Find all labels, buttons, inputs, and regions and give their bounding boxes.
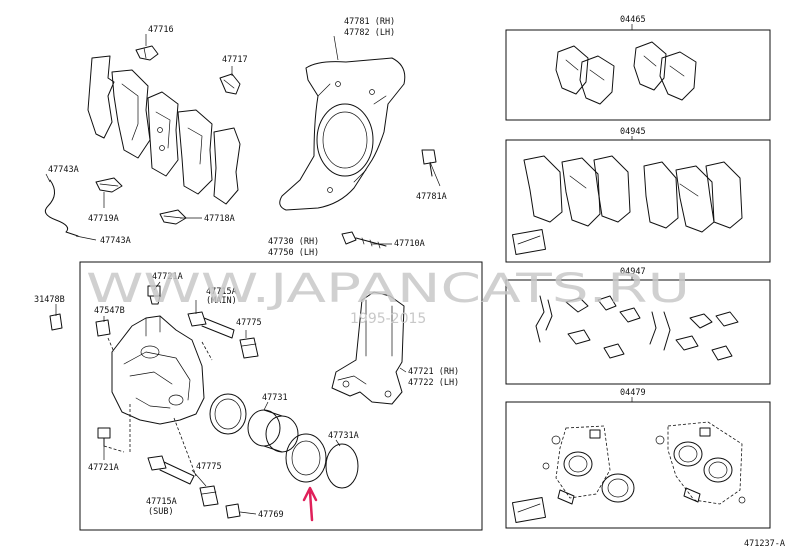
kit-04465-pads [555,41,697,105]
kit-04479-seals [511,421,746,523]
highlight-arrow [302,486,318,522]
bleeder-cap [95,319,111,337]
label-47731a: 47731A [328,431,359,441]
label-47775-bottom: 47775 [196,462,222,472]
caliper-mounting-bracket [331,291,405,405]
kit-box-04945 [505,139,771,263]
label-47719a: 47719A [88,214,119,224]
kit-label-04465: 04465 [620,15,646,25]
bolt-47781a [421,149,437,177]
anti-squeal-clip-47719a [95,177,123,193]
bush-boot-top [239,337,259,359]
brake-pads-illustration [87,45,241,205]
label-47730-rh: 47730 (RH) [268,237,319,247]
watermark-year: 1995-2015 [350,311,426,327]
label-47781-rh: 47781 (RH) [344,17,395,27]
bush-boot-bottom [199,485,219,507]
label-47716: 47716 [148,25,174,35]
label-47715a-main: 47715A [206,287,237,297]
label-47731: 47731 [262,393,288,403]
kit-label-04479: 04479 [620,388,646,398]
label-47722-lh: 47722 (LH) [408,378,459,388]
anti-squeal-clip-47718a [159,209,187,225]
caliper-piston [247,409,299,453]
kit-box-04947 [505,279,771,385]
bolt-47710a [341,231,387,249]
label-47781a: 47781A [416,192,447,202]
watermark: WWW.JAPANCATS.RU [86,266,690,312]
label-47710a: 47710A [394,239,425,249]
bolt-47769 [225,503,241,519]
label-47715a-main-tag: (MAIN) [206,296,237,306]
kit-04947-clips [535,295,739,361]
label-47717: 47717 [222,55,248,65]
kit-box-04479 [505,401,771,529]
label-47721a-bottom: 47721A [88,463,119,473]
cap-31478b [49,313,63,331]
slide-pin-sub [147,455,195,485]
pad-wear-indicator-wire [44,179,79,237]
label-47715a-sub: 47715A [146,497,177,507]
label-47718a: 47718A [204,214,235,224]
label-47750-lh: 47750 (LH) [268,248,319,258]
label-47715a-sub-tag: (SUB) [148,507,174,517]
label-31478b: 31478B [34,295,65,305]
label-47743a-top: 47743A [48,165,79,175]
caliper-cylinder-body [111,315,205,425]
caliper-assembly-frame [79,261,483,531]
kit-box-04465 [505,29,771,121]
label-47547b: 47547B [94,306,125,316]
set-ring [325,443,359,489]
label-47721a-top: 47721A [152,272,183,282]
kit-label-04947: 04947 [620,267,646,277]
kit-04945-shims [511,155,743,255]
piston-seal [209,393,247,435]
slide-pin-main [187,311,235,339]
disc-brake-dust-cover [279,57,406,211]
figure-code: 471237-A [744,539,785,549]
bleeder-plug-bottom [97,427,111,447]
label-47721-rh: 47721 (RH) [408,367,459,377]
cylinder-boot [285,433,327,483]
bleeder-plug-top [147,285,161,305]
label-47782-lh: 47782 (LH) [344,28,395,38]
kit-label-04945: 04945 [620,127,646,137]
label-47743a-bottom: 47743A [100,236,131,246]
label-47775-top: 47775 [236,318,262,328]
label-47769: 47769 [258,510,284,520]
